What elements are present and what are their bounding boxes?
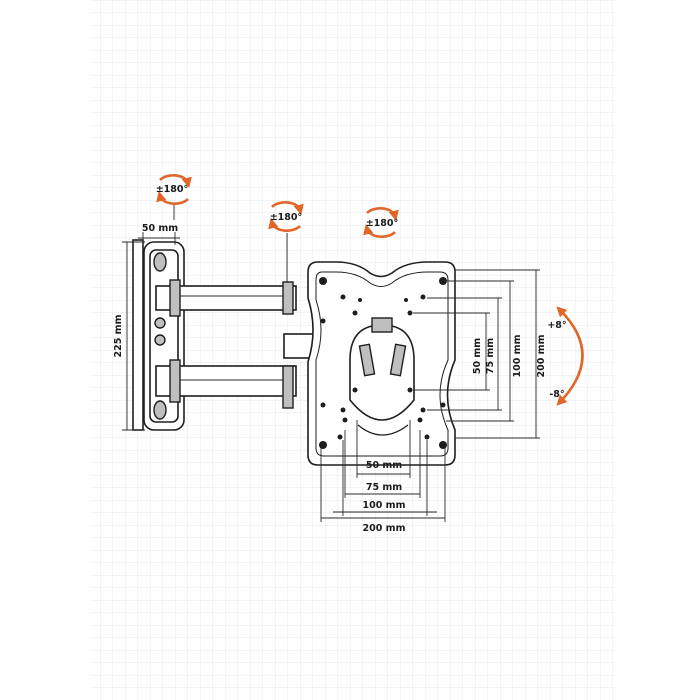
arm-rotation-label: ±180° (270, 212, 303, 223)
vesa-h-75-label: 75 mm (366, 482, 402, 493)
tilt-up-label: +8° (547, 320, 566, 331)
vesa-h-200-label: 200 mm (363, 523, 406, 534)
tilt-arrow-icon (556, 306, 584, 406)
plate-rotation-label: ±180° (366, 218, 399, 229)
wall-height-dimension (122, 241, 145, 431)
vesa-plate (307, 261, 456, 466)
tilt-down-label: -8° (549, 389, 564, 400)
arm-rotation-icon (268, 201, 304, 232)
upper-arm (155, 279, 297, 317)
vesa-v-100-label: 100 mm (512, 334, 523, 377)
vesa-v-200-label: 200 mm (536, 334, 547, 377)
vesa-v-50-label: 50 mm (472, 338, 483, 374)
wall-height-label: 225 mm (113, 314, 124, 357)
wall-rotation-icon (156, 174, 192, 205)
lower-arm (155, 359, 297, 409)
vesa-h-100-label: 100 mm (363, 500, 406, 511)
vesa-vertical-dimensions (413, 269, 540, 439)
vesa-h-50-label: 50 mm (366, 460, 402, 471)
wall-rotation-label: ±180° (156, 184, 189, 195)
wall-width-label: 50 mm (142, 223, 178, 234)
vesa-horizontal-dimensions (320, 420, 446, 522)
wall-width-dimension (138, 232, 180, 245)
vesa-holes (319, 277, 447, 449)
plate-rotation-icon (363, 207, 399, 238)
vesa-v-75-label: 75 mm (485, 338, 496, 374)
